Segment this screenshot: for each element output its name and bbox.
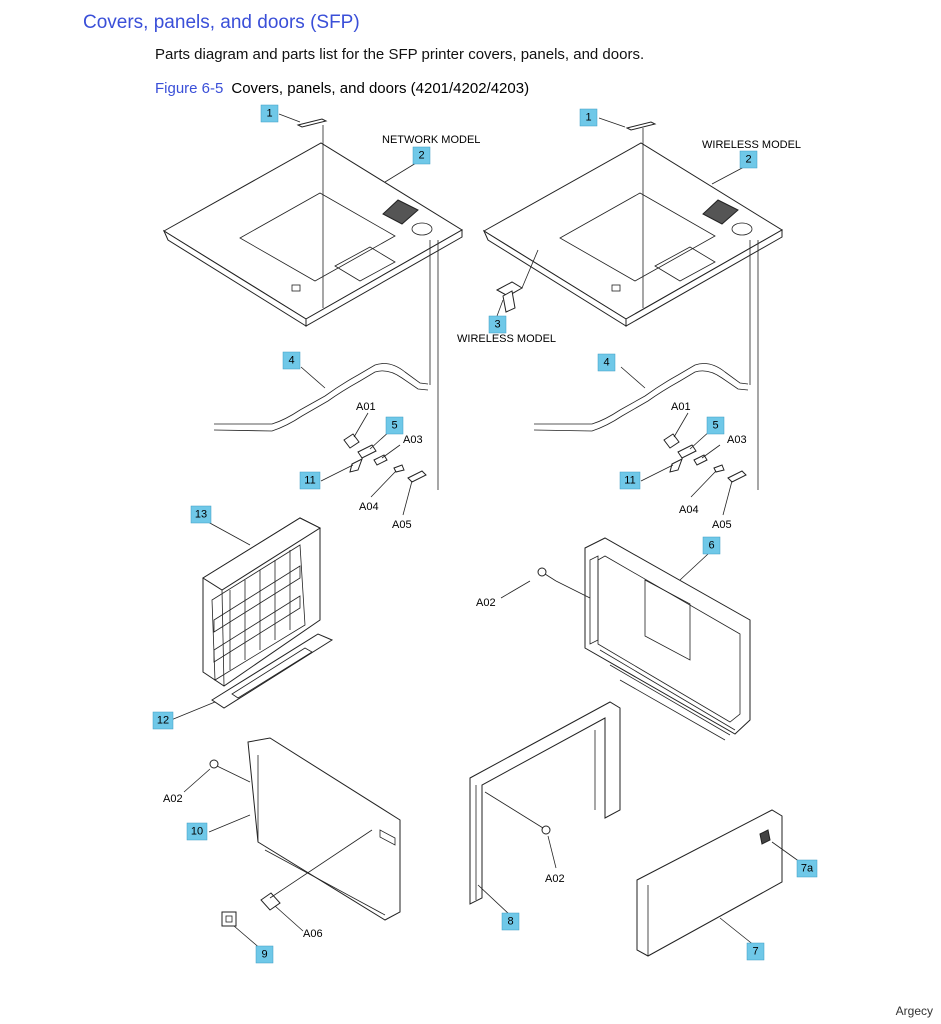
svg-text:1: 1 bbox=[266, 108, 272, 120]
svg-text:4: 4 bbox=[288, 355, 294, 367]
callout-5-right: 5 bbox=[706, 416, 725, 435]
svg-text:9: 9 bbox=[261, 949, 267, 961]
wireless-module bbox=[495, 281, 523, 313]
callout-9: 9 bbox=[255, 945, 274, 964]
top-cover-wireless bbox=[482, 142, 783, 327]
screw-a02-right-cover bbox=[537, 567, 557, 582]
svg-text:7a: 7a bbox=[801, 863, 814, 875]
left-side-panel bbox=[247, 737, 401, 921]
ref-a01-right: A01 bbox=[671, 401, 691, 413]
svg-text:6: 6 bbox=[708, 540, 714, 552]
callout-1-right: 1 bbox=[579, 108, 598, 127]
rear-door-assembly bbox=[202, 517, 322, 687]
ref-a02-right-cover: A02 bbox=[476, 597, 496, 609]
svg-text:4: 4 bbox=[603, 357, 609, 369]
front-frame bbox=[469, 701, 621, 905]
callout-13: 13 bbox=[190, 505, 212, 524]
ref-a06: A06 bbox=[303, 928, 323, 940]
ref-a05-right: A05 bbox=[712, 519, 732, 531]
svg-text:2: 2 bbox=[745, 154, 751, 166]
callout-8: 8 bbox=[501, 912, 520, 931]
svg-text:7: 7 bbox=[752, 946, 758, 958]
top-cover-network bbox=[162, 142, 463, 327]
callout-5-left: 5 bbox=[385, 416, 404, 435]
callout-7: 7 bbox=[746, 942, 765, 961]
label-plate-network bbox=[296, 118, 328, 128]
cable-left bbox=[213, 363, 429, 432]
callout-4-left: 4 bbox=[282, 351, 301, 370]
callout-2-left: 2 bbox=[412, 146, 431, 165]
callout-6: 6 bbox=[702, 536, 721, 555]
ref-a01-left: A01 bbox=[356, 401, 376, 413]
page-subtitle: Parts diagram and parts list for the SFP… bbox=[155, 46, 645, 63]
page-title: Covers, panels, and doors (SFP) bbox=[83, 12, 360, 33]
callout-4-right: 4 bbox=[597, 353, 616, 372]
ref-a02-front-frame: A02 bbox=[545, 873, 565, 885]
svg-text:1: 1 bbox=[585, 112, 591, 124]
svg-text:5: 5 bbox=[391, 420, 397, 432]
label-wireless-model-mid: WIRELESS MODEL bbox=[457, 333, 556, 345]
label-plate-wireless bbox=[625, 121, 657, 131]
watermark: Argecy bbox=[895, 1004, 933, 1018]
svg-text:10: 10 bbox=[191, 826, 203, 838]
ref-a04-left: A04 bbox=[359, 501, 379, 513]
figure-caption: Figure 6-5 Covers, panels, and doors (420… bbox=[155, 80, 529, 97]
callout-11-right: 11 bbox=[619, 471, 641, 490]
label-wireless-model-top: WIRELESS MODEL bbox=[702, 139, 801, 151]
svg-text:13: 13 bbox=[195, 509, 207, 521]
svg-text:3: 3 bbox=[494, 319, 500, 331]
tray-guide bbox=[211, 633, 334, 709]
callout-11-left: 11 bbox=[299, 471, 321, 490]
callout-1-left: 1 bbox=[260, 104, 279, 123]
svg-text:2: 2 bbox=[418, 150, 424, 162]
label-network-model: NETWORK MODEL bbox=[382, 134, 480, 146]
hinge-parts-right bbox=[663, 433, 747, 483]
screw-a02-front-frame bbox=[484, 791, 551, 835]
svg-text:11: 11 bbox=[624, 475, 635, 487]
hinge-parts-left bbox=[343, 433, 427, 483]
ref-a03-right: A03 bbox=[727, 434, 747, 446]
svg-text:8: 8 bbox=[507, 916, 513, 928]
callout-7a: 7a bbox=[796, 859, 818, 878]
ref-a02-left-panel: A02 bbox=[163, 793, 183, 805]
callout-10: 10 bbox=[186, 822, 208, 841]
connector-9 bbox=[221, 911, 237, 927]
front-door-logo bbox=[759, 829, 771, 845]
figure-title: Covers, panels, and doors (4201/4202/420… bbox=[231, 80, 530, 97]
figure-number: Figure 6-5 bbox=[155, 80, 224, 97]
right-side-cover bbox=[584, 537, 751, 741]
cable-right bbox=[533, 363, 749, 432]
screw-a02-left-panel bbox=[209, 759, 251, 783]
ref-a04-right: A04 bbox=[679, 504, 699, 516]
callout-3: 3 bbox=[488, 315, 507, 334]
front-door bbox=[636, 809, 783, 957]
svg-text:12: 12 bbox=[157, 715, 169, 727]
callout-2-right: 2 bbox=[739, 150, 758, 169]
ref-a05-left: A05 bbox=[392, 519, 412, 531]
ref-a03-left: A03 bbox=[403, 434, 423, 446]
svg-text:11: 11 bbox=[304, 475, 315, 487]
callout-12: 12 bbox=[152, 711, 174, 730]
svg-text:5: 5 bbox=[712, 420, 718, 432]
